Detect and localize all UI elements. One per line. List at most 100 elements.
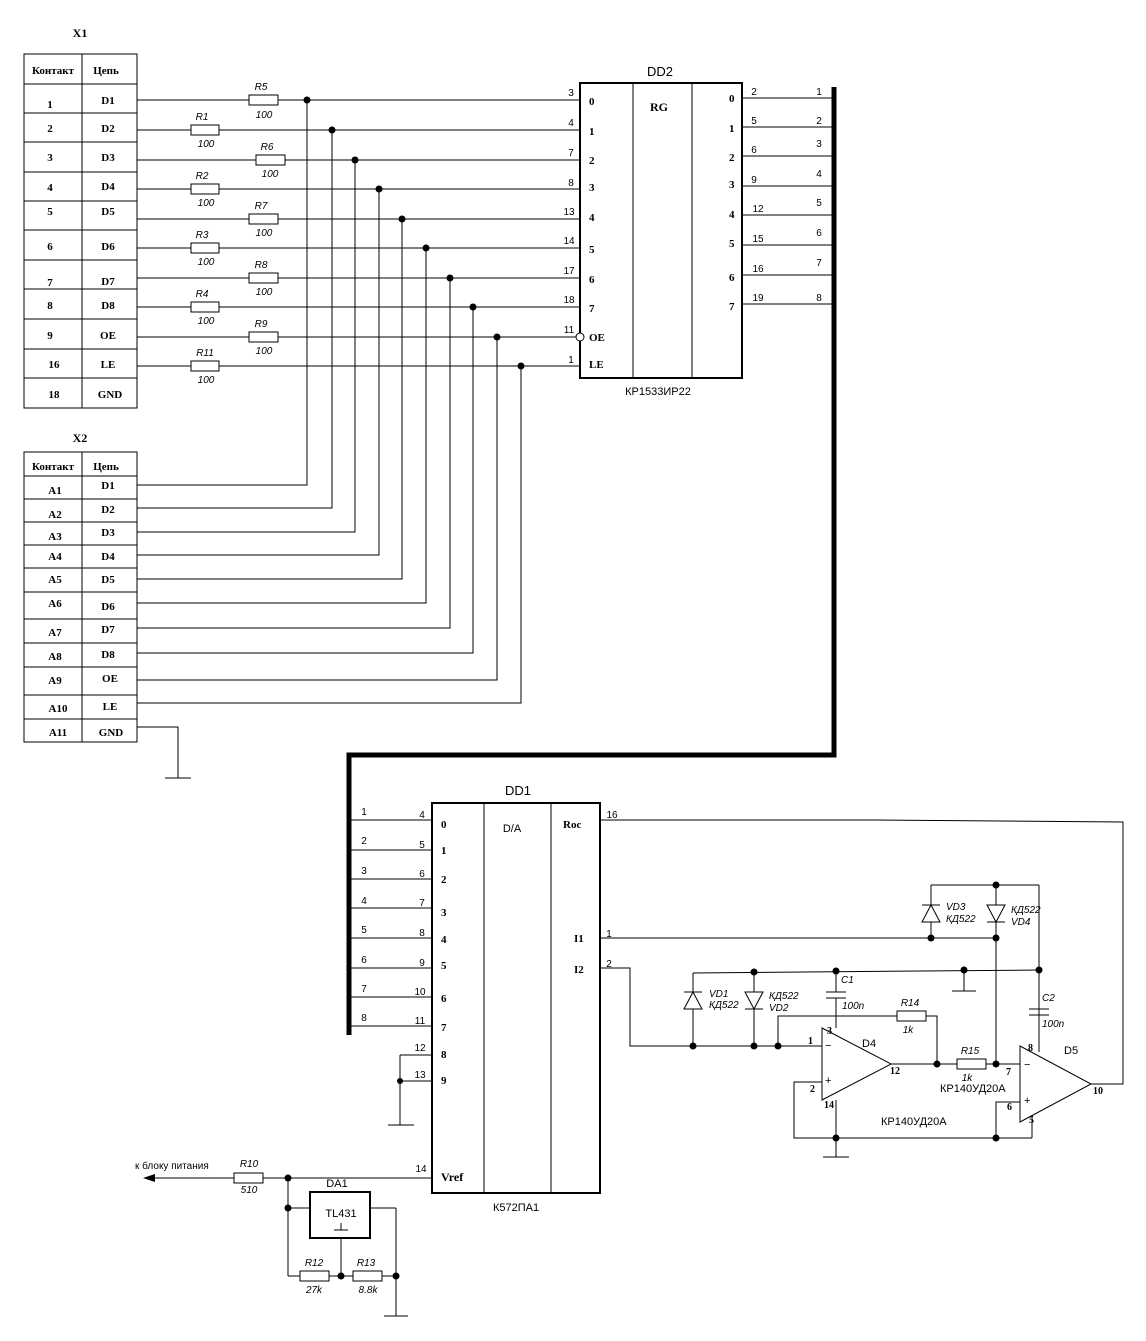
svg-text:0: 0	[441, 819, 447, 831]
opamp-d5	[1019, 1045, 1093, 1123]
x1-title: X1	[73, 26, 88, 40]
svg-text:+: +	[825, 1075, 831, 1087]
x1-pin-5: 5	[47, 206, 53, 218]
x2-pin-a11: A11	[49, 727, 67, 739]
dd1-vref-label: Vref	[441, 1170, 464, 1184]
dd1-chip: DD1 D/A К572ПА1 Roc I1 I2 Vref 1 2 3 4 5…	[349, 783, 618, 1214]
svg-text:100: 100	[256, 287, 273, 298]
svg-text:12: 12	[890, 1066, 900, 1077]
svg-text:14: 14	[563, 236, 575, 247]
svg-text:R7: R7	[255, 201, 268, 212]
x2-net-oe: OE	[102, 673, 118, 685]
svg-text:12: 12	[752, 204, 764, 215]
x1-net-8: D8	[101, 300, 115, 312]
svg-text:5: 5	[589, 244, 595, 256]
x1-pin-1: 1	[47, 99, 53, 111]
x1-pin-9: 9	[47, 330, 53, 342]
svg-text:7: 7	[441, 1022, 447, 1034]
svg-text:8: 8	[1028, 1043, 1033, 1054]
svg-text:VD2: VD2	[769, 1003, 789, 1014]
resistor-r6: R6 100	[255, 142, 286, 180]
dd2-title: DD2	[647, 64, 673, 79]
svg-text:5: 5	[419, 840, 425, 851]
svg-text:4: 4	[361, 896, 367, 907]
svg-text:8: 8	[816, 293, 822, 304]
svg-text:VD3: VD3	[946, 902, 966, 913]
svg-text:100: 100	[256, 346, 273, 357]
svg-text:7: 7	[729, 301, 735, 313]
resistor-r13	[352, 1270, 383, 1282]
x2-net-le: LE	[103, 701, 118, 713]
svg-text:+: +	[1024, 1095, 1030, 1107]
x1-table: X1 Контакт Цепь 1 D1 2 D2 3 D3 4 D4 5 D5…	[23, 26, 138, 409]
svg-text:4: 4	[568, 118, 574, 129]
svg-text:2: 2	[751, 87, 757, 98]
opamp-d4	[821, 1027, 893, 1101]
input-wires	[137, 96, 580, 779]
svg-text:C2: C2	[1042, 993, 1055, 1004]
svg-text:11: 11	[415, 1016, 426, 1027]
resistor-r10	[233, 1172, 264, 1184]
svg-text:2: 2	[361, 836, 367, 847]
svg-text:15: 15	[752, 234, 764, 245]
svg-text:VD4: VD4	[1011, 917, 1031, 928]
dd1-roc-label: Roc	[563, 819, 581, 831]
svg-text:8: 8	[361, 1013, 367, 1024]
resistor-r12	[299, 1270, 330, 1282]
x1-pin-6: 6	[47, 241, 53, 253]
svg-text:14: 14	[415, 1164, 427, 1175]
diode-vd4	[986, 904, 1006, 924]
svg-text:5: 5	[751, 116, 757, 127]
svg-text:TL431: TL431	[325, 1208, 356, 1220]
svg-text:C1: C1	[841, 975, 854, 986]
x1-header-contact: Контакт	[32, 65, 75, 77]
svg-text:0: 0	[729, 93, 735, 105]
svg-text:9: 9	[751, 175, 757, 186]
x1-net-2: D2	[101, 123, 115, 135]
svg-text:LE: LE	[589, 359, 604, 371]
svg-text:2: 2	[441, 874, 447, 886]
x2-pin-a4: A4	[48, 551, 62, 563]
svg-text:9: 9	[419, 958, 425, 969]
resistor-r11: R11 100	[190, 348, 220, 386]
x2-net-d5: D5	[101, 574, 115, 586]
x2-pin-a9: A9	[48, 675, 62, 687]
svg-text:5: 5	[729, 238, 735, 250]
svg-text:3: 3	[816, 139, 822, 150]
x2-pin-a7: A7	[48, 627, 62, 639]
svg-text:100: 100	[198, 375, 215, 386]
svg-text:6: 6	[589, 274, 595, 286]
svg-text:−: −	[1024, 1059, 1030, 1071]
svg-text:100: 100	[198, 139, 215, 150]
svg-text:3: 3	[729, 179, 735, 191]
svg-text:16: 16	[606, 810, 618, 821]
x1-pin-8: 8	[47, 300, 53, 312]
svg-text:100: 100	[262, 169, 279, 180]
svg-text:8: 8	[441, 1049, 447, 1061]
svg-text:7: 7	[1006, 1067, 1011, 1078]
x1-pin-7: 7	[47, 277, 53, 289]
svg-text:8: 8	[419, 928, 425, 939]
svg-text:100n: 100n	[1042, 1019, 1065, 1030]
x2-pin-a1: A1	[48, 485, 61, 497]
dd2-outputs: 2 5 6 9 12 15 16 19 1 2 3 4 5 6 7 8	[742, 87, 832, 305]
dd1-func: D/A	[503, 823, 522, 835]
svg-text:D5: D5	[1064, 1045, 1078, 1057]
svg-text:R14: R14	[901, 998, 920, 1009]
svg-text:13: 13	[414, 1070, 426, 1081]
dd2-chip: DD2 RG КР1533ИР22 3 4 7 8 13 14 17 18 11…	[563, 64, 743, 398]
svg-text:10: 10	[414, 987, 426, 998]
resistor-r15	[956, 1058, 987, 1070]
svg-text:КР140УД20А: КР140УД20А	[940, 1083, 1006, 1095]
x2-net-d2: D2	[101, 504, 115, 516]
svg-text:D4: D4	[862, 1038, 876, 1050]
svg-text:7: 7	[419, 898, 425, 909]
svg-text:R4: R4	[196, 289, 209, 300]
x2-pin-a3: A3	[48, 531, 62, 543]
x1-net-4: D4	[101, 181, 115, 193]
svg-text:4: 4	[729, 209, 735, 221]
x2-net-d3: D3	[101, 527, 115, 539]
resistor-r8: R8 100	[248, 260, 279, 298]
svg-text:3: 3	[441, 907, 447, 919]
